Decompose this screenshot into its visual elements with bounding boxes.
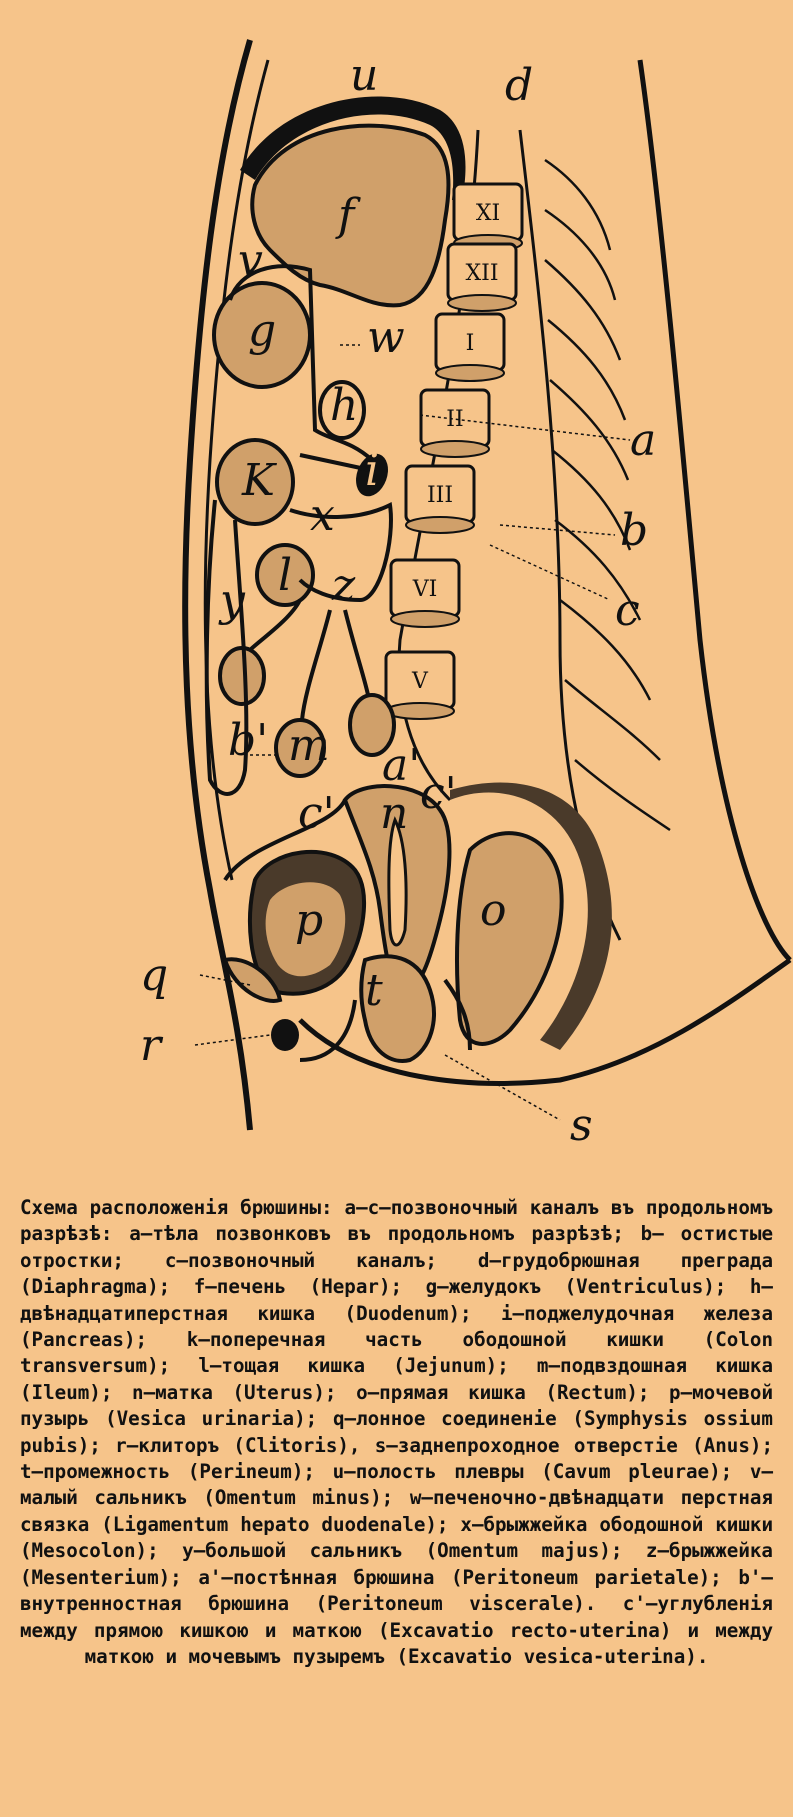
pelvic-peritoneum (223, 798, 472, 1062)
bladder-inner (265, 882, 346, 977)
label-l: l (278, 550, 292, 601)
lower-body-outline (298, 957, 792, 1086)
label-p: p (295, 895, 323, 946)
vertebra-label: VI (412, 577, 438, 602)
label-s: s (570, 1100, 593, 1151)
vertebra-label: II (446, 407, 463, 432)
omentum-majus-y (204, 499, 249, 796)
label-a-prime: a' (382, 740, 420, 791)
label-r: r (140, 1020, 164, 1071)
label-c-prime-right: c' (420, 768, 457, 819)
intervertebral-disc (390, 610, 460, 628)
ileum-loop-left (218, 646, 266, 706)
label-y: y (218, 575, 246, 626)
mesentery-lines (228, 264, 393, 721)
vertebra-label: III (427, 483, 453, 508)
label-c-prime-left: c' (298, 788, 335, 839)
symphysis-q (222, 957, 283, 1003)
label-b-prime: b' (228, 715, 268, 766)
label-u: u (350, 50, 378, 101)
label-z: z (331, 560, 356, 611)
figure-labels: u d f v g w h i K x l z y b' m a' c' c' … (140, 50, 656, 1151)
intervertebral-disc (420, 440, 490, 458)
leader-lines (194, 344, 631, 1121)
colon-k (215, 438, 295, 526)
label-d: d (505, 60, 533, 111)
label-c: c (615, 585, 640, 636)
label-b: b (620, 505, 648, 556)
anterior-body-wall (182, 39, 253, 1131)
diaphragm (240, 96, 466, 200)
label-t: t (365, 965, 383, 1016)
posterior-body-wall (637, 59, 792, 962)
intervertebral-disc (447, 294, 517, 312)
label-x: x (310, 490, 335, 541)
ileum-m (274, 718, 326, 778)
intervertebral-disc (435, 364, 505, 382)
jejunum-l (255, 543, 315, 607)
spinous-processes (544, 158, 671, 832)
figure-caption: Схема расположенія брюшины: a—c—позвоноч… (20, 1196, 773, 1668)
label-o: o (480, 885, 507, 936)
intervertebral-disc (405, 516, 475, 534)
label-h: h (330, 380, 358, 431)
vertebra-label: XII (465, 261, 498, 286)
label-w: w (367, 312, 405, 363)
rectum-o (455, 831, 564, 1046)
label-i: i (365, 445, 379, 496)
inner-anterior-wall (203, 59, 270, 881)
label-n: n (380, 788, 408, 839)
vertebra-label: XI (476, 201, 500, 226)
label-a: a (630, 415, 656, 466)
stomach-g (212, 281, 312, 389)
label-g: g (248, 305, 276, 356)
label-m: m (288, 720, 330, 771)
intervertebral-disc (385, 702, 455, 720)
vertebra-label: V (411, 669, 429, 694)
label-v: v (238, 235, 263, 286)
duodenum-h (318, 380, 366, 440)
uterine-cavity (387, 816, 408, 947)
vertebra-label: I (466, 331, 475, 356)
label-k: K (241, 455, 277, 506)
perineum-t (359, 954, 436, 1063)
pancreas-i (356, 453, 388, 497)
liver-f (250, 123, 451, 308)
clitoris-r (271, 1019, 299, 1051)
ileum-loop-right (348, 693, 396, 757)
label-q: q (140, 950, 168, 1001)
